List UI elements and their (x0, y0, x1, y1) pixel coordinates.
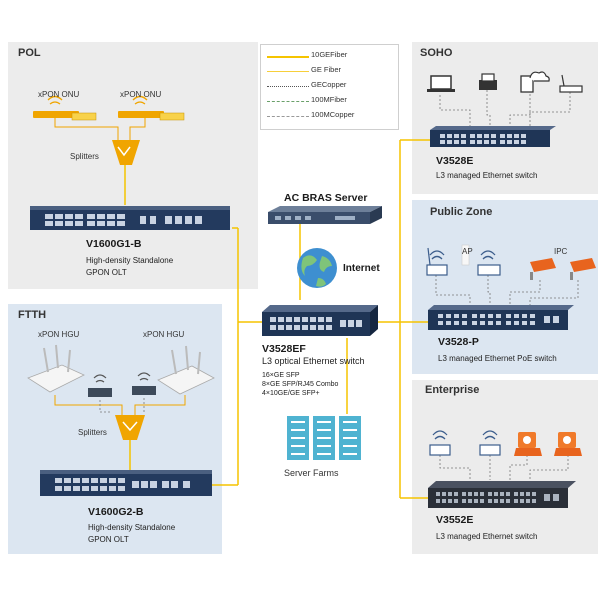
legend-label: 100MCopper (311, 110, 355, 119)
soho-zone-title: SOHO (420, 47, 453, 59)
olt-v1600g1b-name: V1600G1-B (86, 238, 142, 250)
switch-v3528p-shape (428, 305, 574, 330)
legend-swatch (267, 101, 309, 102)
legend-swatch (267, 71, 309, 72)
pol-onu-right (118, 95, 185, 121)
pol-splitters-label: Splitters (70, 152, 99, 161)
soho-router-icon (559, 74, 583, 93)
switch-v3552e-shape (428, 481, 576, 508)
public-zone (412, 200, 598, 374)
legend-swatch (267, 116, 309, 117)
server-farms-shape (287, 416, 361, 460)
public-ap-right-icon (461, 244, 501, 276)
legend-label: GECopper (311, 80, 347, 89)
ftth-zone (8, 304, 222, 554)
legend-item: GECopper (261, 79, 398, 93)
legend: 10GEFiber GE Fiber GECopper 100MFiber 10… (260, 44, 399, 130)
legend-swatch (267, 86, 309, 87)
legend-label: 10GEFiber (311, 50, 348, 59)
enterprise-ap-right-icon (479, 430, 501, 456)
ftth-splitters-label: Splitters (78, 428, 107, 437)
ftth-zone-title: FTTH (18, 309, 47, 321)
soho-printer-icon (479, 73, 497, 90)
ftth-hgu-label-right: xPON HGU (143, 330, 185, 339)
public-zone-title: Public Zone (430, 206, 493, 218)
internet-globe-icon (297, 248, 337, 288)
legend-item: 10GEFiber (261, 49, 398, 63)
soho-laptop-icon (427, 75, 455, 92)
ftth-onu-box-left (88, 374, 112, 397)
legend-item: 100MFiber (261, 94, 398, 108)
pol-onu-label-left: xPON ONU (38, 90, 80, 99)
pol-zone (8, 42, 258, 289)
core-switch-v3528ef-shape (262, 305, 378, 336)
ftth-splitter-icon (115, 415, 145, 440)
core-switch-name: V3528EF (262, 343, 306, 355)
olt-v1600g1b-desc-line2: GPON OLT (86, 268, 127, 277)
ftth-hgu-label-left: xPON HGU (38, 330, 80, 339)
olt-v1600g1b-shape (30, 206, 230, 230)
pol-zone-title: POL (18, 47, 41, 59)
switch-v3528e-desc: L3 managed Ethernet switch (436, 171, 538, 180)
legend-item: 100MCopper (261, 109, 398, 123)
enterprise-phone-left-icon (514, 432, 542, 456)
copper-links (99, 90, 579, 480)
enterprise-ap-left-icon (429, 430, 451, 456)
olt-v1600g1b-desc-line1: High-density Standalone (86, 256, 174, 265)
switch-v3528e-name: V3528E (436, 155, 474, 167)
olt-v1600g2b-shape (40, 470, 212, 496)
fiber-links (124, 139, 430, 499)
enterprise-zone (412, 380, 598, 554)
ftth-hgu-left (27, 344, 85, 393)
legend-label: GE Fiber (311, 65, 342, 74)
public-ipc-label: IPC (554, 247, 568, 256)
switch-v3552e-name: V3552E (436, 514, 474, 526)
soho-server-cloud-icon (520, 71, 550, 93)
olt-v1600g2b-name: V1600G2-B (88, 506, 144, 518)
enterprise-zone-title: Enterprise (425, 384, 480, 396)
public-ap-label: AP (462, 247, 473, 256)
enterprise-phone-right-icon (554, 432, 582, 456)
legend-swatch (267, 56, 309, 58)
bras-server-shape (268, 206, 382, 224)
switch-v3552e-desc: L3 managed Ethernet switch (436, 532, 538, 541)
soho-zone (412, 42, 598, 194)
public-ap-left-icon (426, 247, 448, 276)
core-switch-spec-2: 8×GE SFP/RJ45 Combo (262, 381, 339, 388)
ftth-hgu-right (157, 345, 215, 395)
pol-onu-label-right: xPON ONU (120, 90, 162, 99)
public-ipc-right-icon (570, 258, 596, 280)
internet-label: Internet (343, 263, 380, 274)
public-ipc-left-icon (530, 258, 556, 280)
pol-splitter-links (54, 117, 146, 140)
ftth-onu-box-right (132, 372, 156, 395)
core-switch-spec-1: 16×GE SFP (262, 372, 300, 379)
olt-v1600g2b-desc-line1: High-density Standalone (88, 523, 176, 532)
pol-onu-left (33, 95, 97, 121)
pol-splitter-icon (112, 140, 140, 165)
legend-label: 100MFiber (311, 95, 347, 104)
olt-v1600g2b-desc-line2: GPON OLT (88, 535, 129, 544)
switch-v3528e-shape (430, 126, 556, 147)
server-farms-label: Server Farms (284, 468, 339, 478)
legend-item: GE Fiber (261, 64, 398, 78)
switch-v3528p-name: V3528-P (438, 336, 479, 348)
switch-v3528p-desc: L3 managed Ethernet PoE switch (438, 354, 557, 363)
core-switch-spec-3: 4×10GE/GE SFP+ (262, 390, 320, 397)
core-switch-desc: L3 optical Ethernet switch (262, 356, 365, 366)
bras-server-label: AC BRAS Server (284, 192, 368, 204)
ftth-splitter-links (54, 395, 186, 415)
